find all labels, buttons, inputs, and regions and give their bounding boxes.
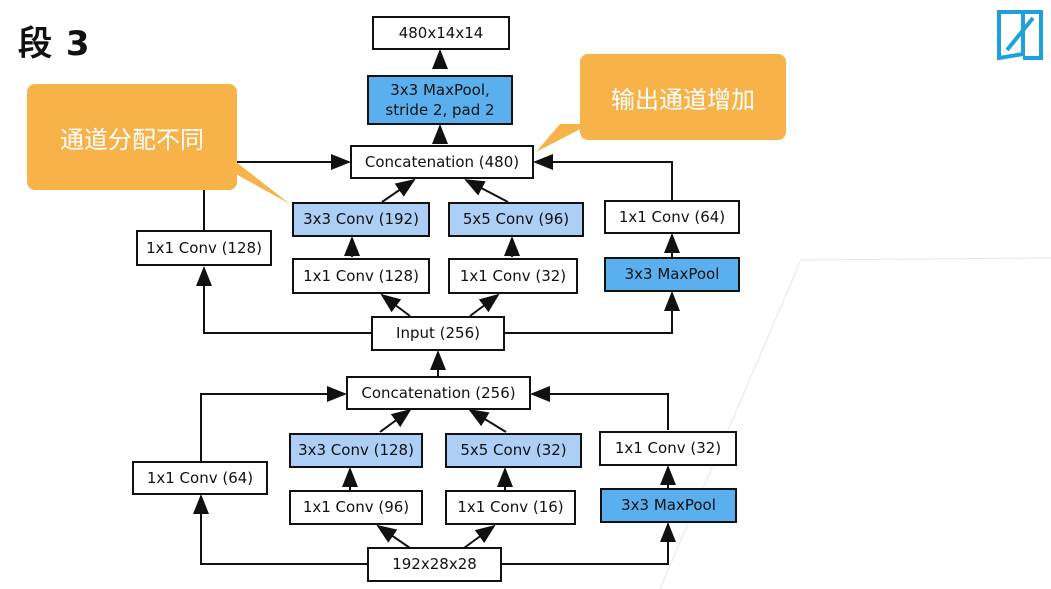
lower-concatenation-box: Concatenation (256) (346, 376, 531, 410)
lower-path4-conv1x1: 1x1 Conv (32) (599, 431, 737, 466)
maxpool-stride-box: 3x3 MaxPool, stride 2, pad 2 (367, 75, 513, 125)
upper-path2-conv1x1: 1x1 Conv (128) (292, 258, 430, 294)
upper-concatenation-box: Concatenation (480) (350, 145, 534, 179)
callout-right: 输出通道增加 (580, 54, 786, 140)
upper-path2-conv3x3: 3x3 Conv (192) (292, 202, 430, 237)
lower-path2-conv1x1: 1x1 Conv (96) (289, 490, 423, 525)
upper-path4-maxpool: 3x3 MaxPool (604, 257, 740, 292)
upper-path3-conv1x1: 1x1 Conv (32) (448, 258, 578, 294)
lower-path1-conv: 1x1 Conv (64) (132, 461, 268, 495)
lower-path4-maxpool: 3x3 MaxPool (600, 488, 737, 523)
output-shape-box: 480x14x14 (372, 16, 510, 50)
lower-input-shape: 192x28x28 (367, 547, 502, 582)
lower-path2-conv3x3: 3x3 Conv (128) (289, 433, 423, 468)
callout-left: 通道分配不同 (27, 84, 237, 190)
input-box: Input (256) (371, 316, 505, 351)
lower-path3-conv1x1: 1x1 Conv (16) (445, 490, 576, 525)
upper-path3-conv5x5: 5x5 Conv (96) (448, 202, 584, 237)
logo-icon (997, 10, 1043, 61)
upper-path4-conv1x1: 1x1 Conv (64) (604, 200, 740, 234)
upper-path1-conv: 1x1 Conv (128) (136, 230, 272, 266)
lower-path3-conv5x5: 5x5 Conv (32) (445, 433, 582, 468)
slide-title: 段 3 (18, 24, 91, 64)
